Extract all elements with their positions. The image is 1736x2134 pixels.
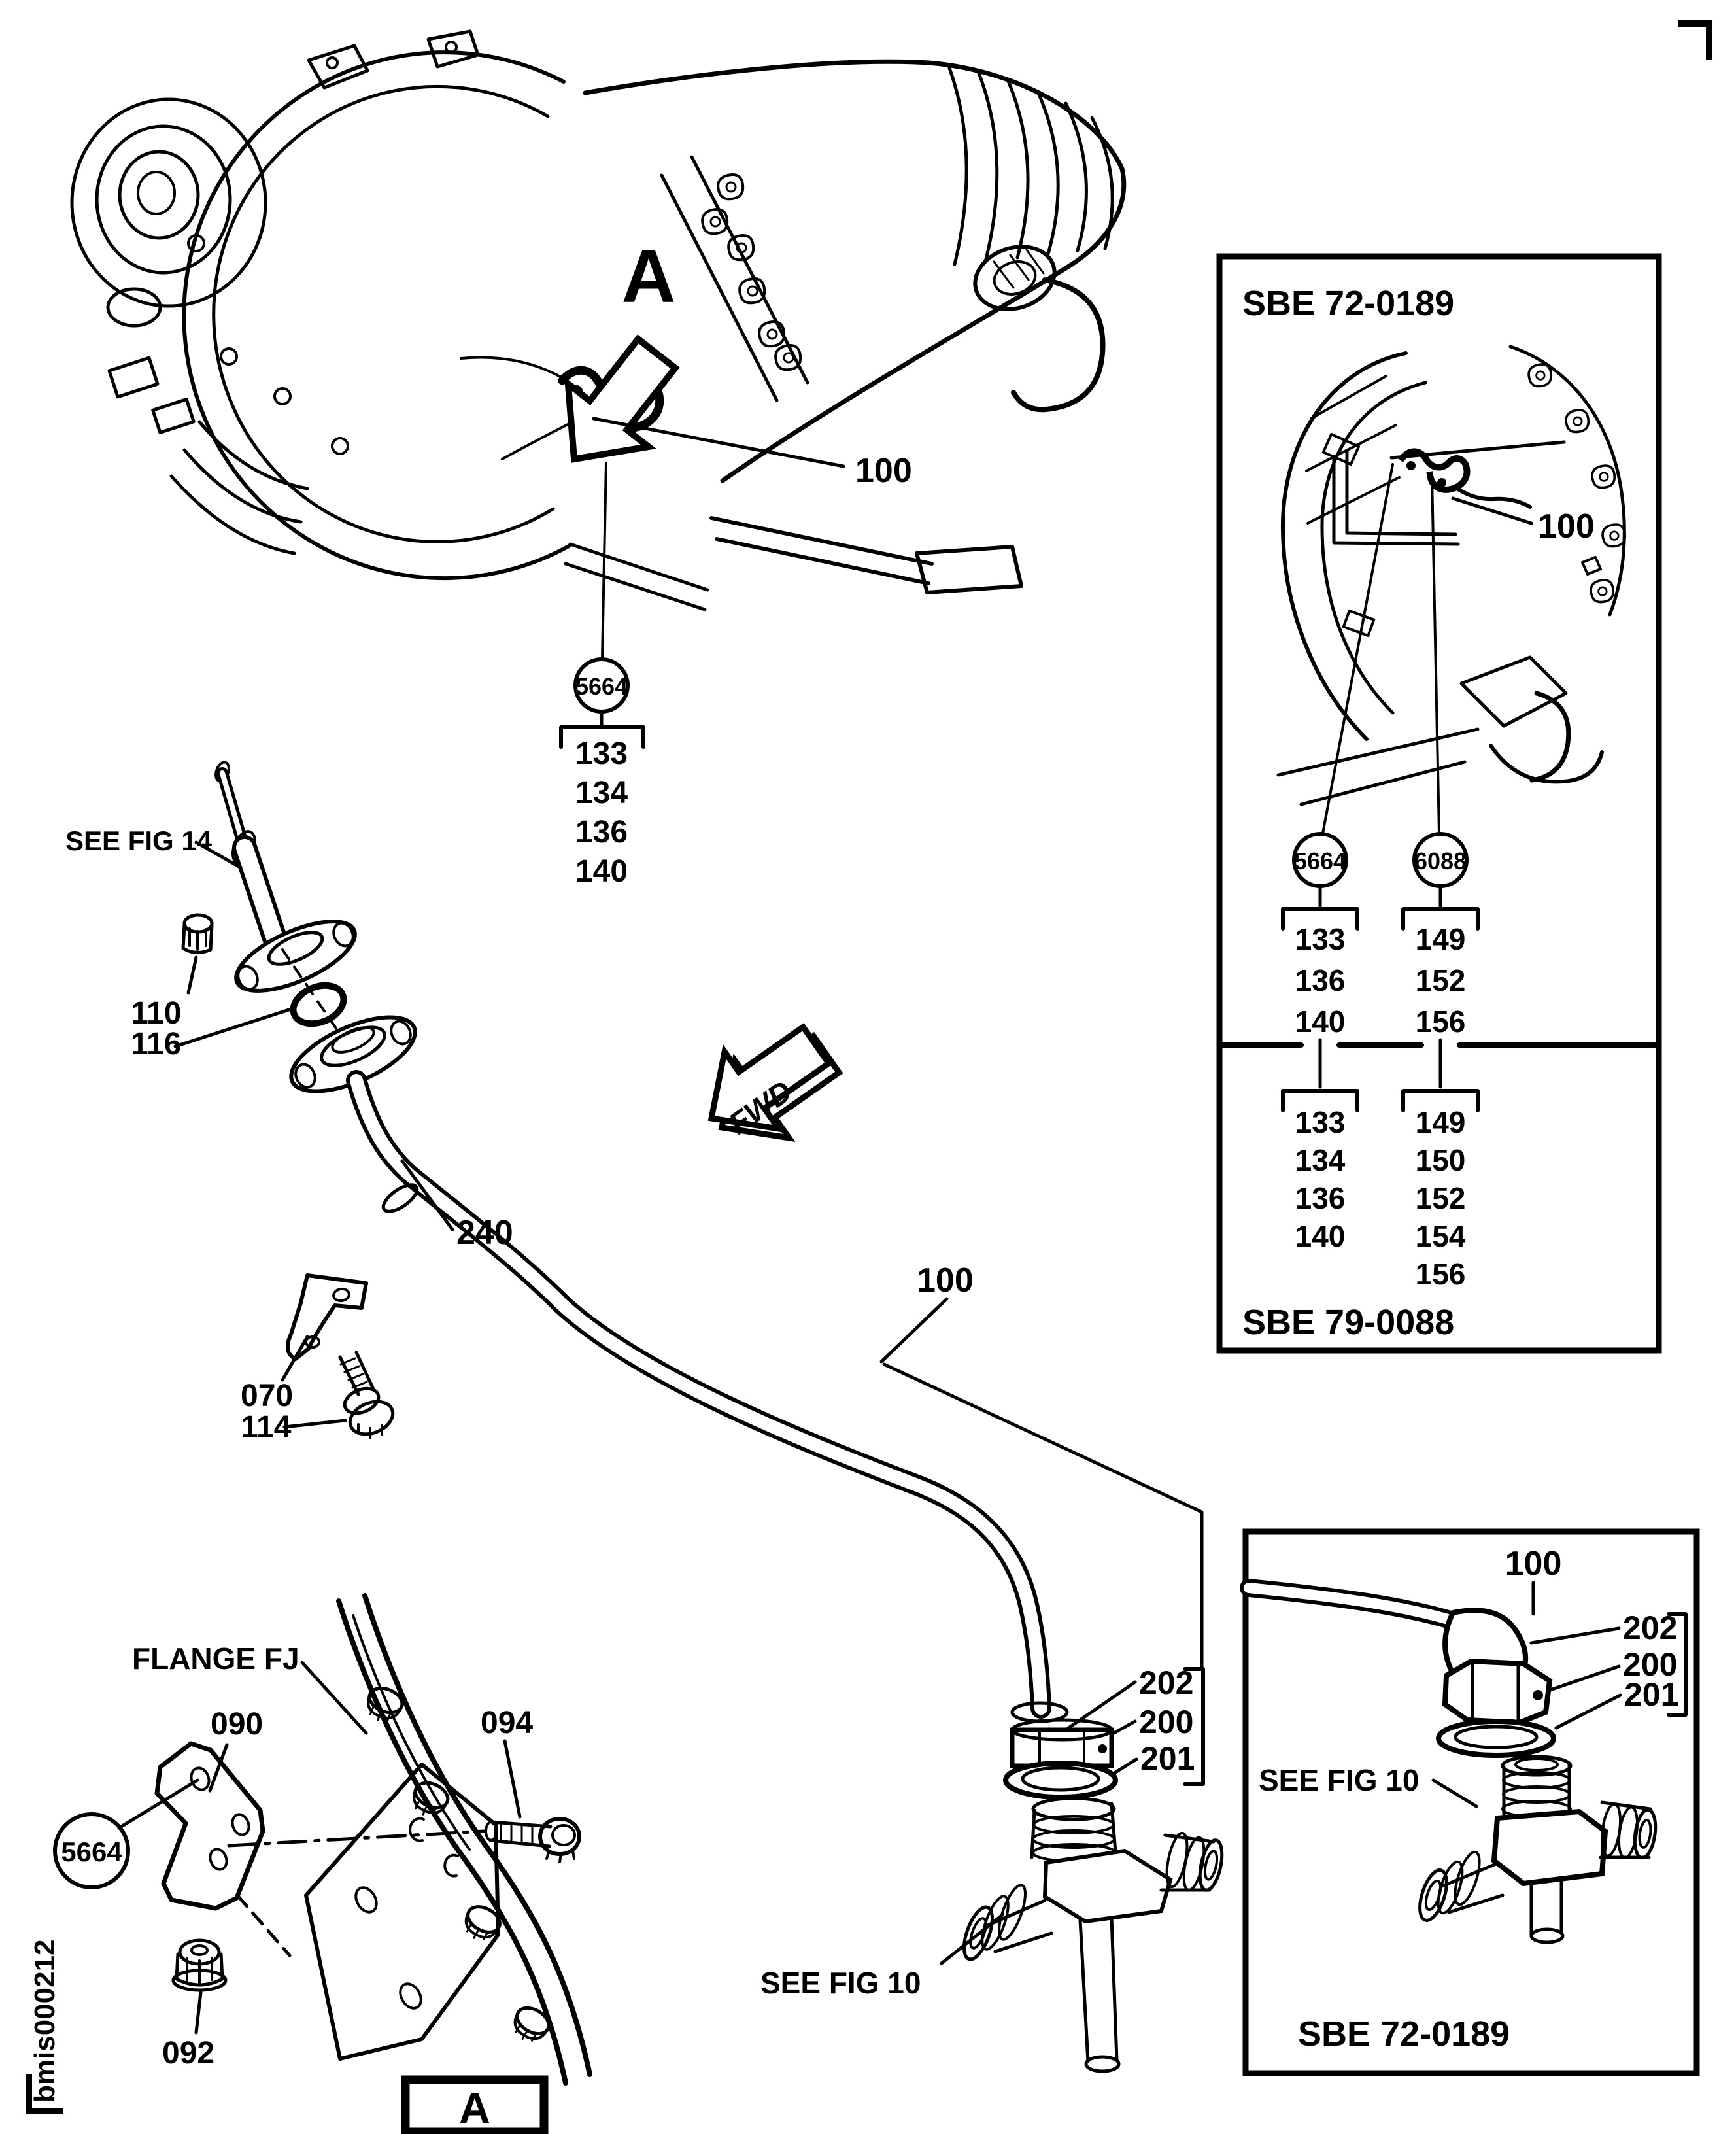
callout-100: 100 — [855, 452, 912, 490]
dipstick-group: SEE FIG 14 110 116 — [65, 761, 367, 1074]
callout-116: 116 — [131, 1027, 181, 1061]
part-number: 140 — [1295, 1005, 1346, 1039]
bracket-090-part — [154, 1741, 265, 1911]
part-number: 133 — [1295, 1105, 1346, 1139]
filler-tube-group: 240 070 114 — [241, 1015, 1051, 1719]
part-number: 156 — [1416, 1257, 1466, 1291]
part-number: 150 — [1416, 1143, 1466, 1177]
cap-nut-110-part — [181, 913, 214, 954]
callout-110: 110 — [131, 996, 181, 1031]
engine-assembly-figure — [70, 29, 1127, 611]
part-number: 133 — [1295, 922, 1346, 956]
section-marker-a: A — [459, 2084, 490, 2132]
part-number: 134 — [1295, 1143, 1346, 1177]
fitting-detail-box: 100 202 200 201 SEE FIG 10 — [1240, 1528, 1700, 2076]
crop-mark-top-right — [1678, 20, 1712, 60]
part-number: 136 — [1295, 1181, 1346, 1215]
callout-201: 201 — [1624, 1676, 1678, 1713]
ref-box-footer: SBE 79-0088 — [1242, 1303, 1454, 1342]
callout-200: 200 — [1139, 1704, 1193, 1740]
leader-line — [592, 417, 845, 468]
tee-fitting-detail — [1418, 1755, 1658, 1944]
part-number: 134 — [575, 776, 628, 810]
callout-100: 100 — [1538, 508, 1595, 545]
callout-100: 100 — [917, 1262, 974, 1299]
part-number: 136 — [1295, 963, 1346, 997]
ref-box-engine-sketch — [1276, 345, 1627, 806]
detail-a-marker: A — [621, 235, 675, 318]
callout-094: 094 — [481, 1706, 533, 1740]
see-fig-10-label: SEE FIG 10 — [760, 1966, 921, 2000]
bolt-094-part — [485, 1817, 581, 1863]
crop-mark-bottom-left — [26, 2074, 63, 2114]
ref-box-title: SBE 72-0189 — [1242, 284, 1454, 323]
part-number: 152 — [1416, 963, 1466, 997]
circle-5664: 5664 — [1294, 848, 1346, 874]
part-number: 152 — [1416, 1181, 1466, 1215]
part-number: 154 — [1416, 1219, 1466, 1253]
circle-5664: 5664 — [61, 1836, 122, 1867]
part-number: 149 — [1416, 922, 1466, 956]
part-number: 140 — [575, 854, 628, 889]
callout-200: 200 — [1623, 1646, 1677, 1683]
harness-squiggle — [1397, 448, 1471, 493]
see-fig-10-label: SEE FIG 10 — [1259, 1763, 1419, 1797]
detail-a-arrow — [564, 334, 680, 463]
connector-group-5664: 5664 133 134 136 140 — [559, 462, 645, 889]
circle-6088: 6088 — [1414, 848, 1467, 874]
callout-100: 100 — [1505, 1545, 1562, 1583]
tee-fitting-group: SEE FIG 10 — [760, 1701, 1224, 2073]
part-number: 149 — [1416, 1105, 1466, 1139]
part-number: 136 — [575, 815, 628, 850]
callout-202: 202 — [1139, 1664, 1193, 1701]
callout-114: 114 — [241, 1410, 292, 1445]
callout-240: 240 — [456, 1214, 513, 1252]
part-number: 140 — [1295, 1219, 1346, 1253]
reference-box: SBE 72-0189 100 — [1216, 253, 1662, 1354]
callout-201: 201 — [1140, 1740, 1195, 1777]
callout-090: 090 — [211, 1707, 263, 1742]
section-marker-box — [401, 2075, 549, 2134]
callout-092: 092 — [162, 2036, 214, 2071]
flange-fj-group: FLANGE FJ 090 — [53, 1593, 592, 2134]
bracket-070-part — [285, 1273, 368, 1361]
see-fig-14-label: SEE FIG 14 — [65, 825, 213, 856]
callout-070: 070 — [241, 1379, 293, 1413]
bolt-114-part — [338, 1351, 395, 1439]
fitting-box-title: SBE 72-0189 — [1298, 2014, 1510, 2054]
part-number: 133 — [575, 736, 628, 771]
figure-code: bmis000212 — [29, 1939, 61, 2103]
circle-5664: 5664 — [575, 673, 628, 700]
part-number: 156 — [1416, 1005, 1466, 1039]
o-ring-116-part — [290, 982, 347, 1027]
fwd-arrow: FWD — [707, 1023, 843, 1143]
flange-fj-label: FLANGE FJ — [132, 1642, 299, 1676]
nut-092-part — [171, 1938, 228, 1992]
